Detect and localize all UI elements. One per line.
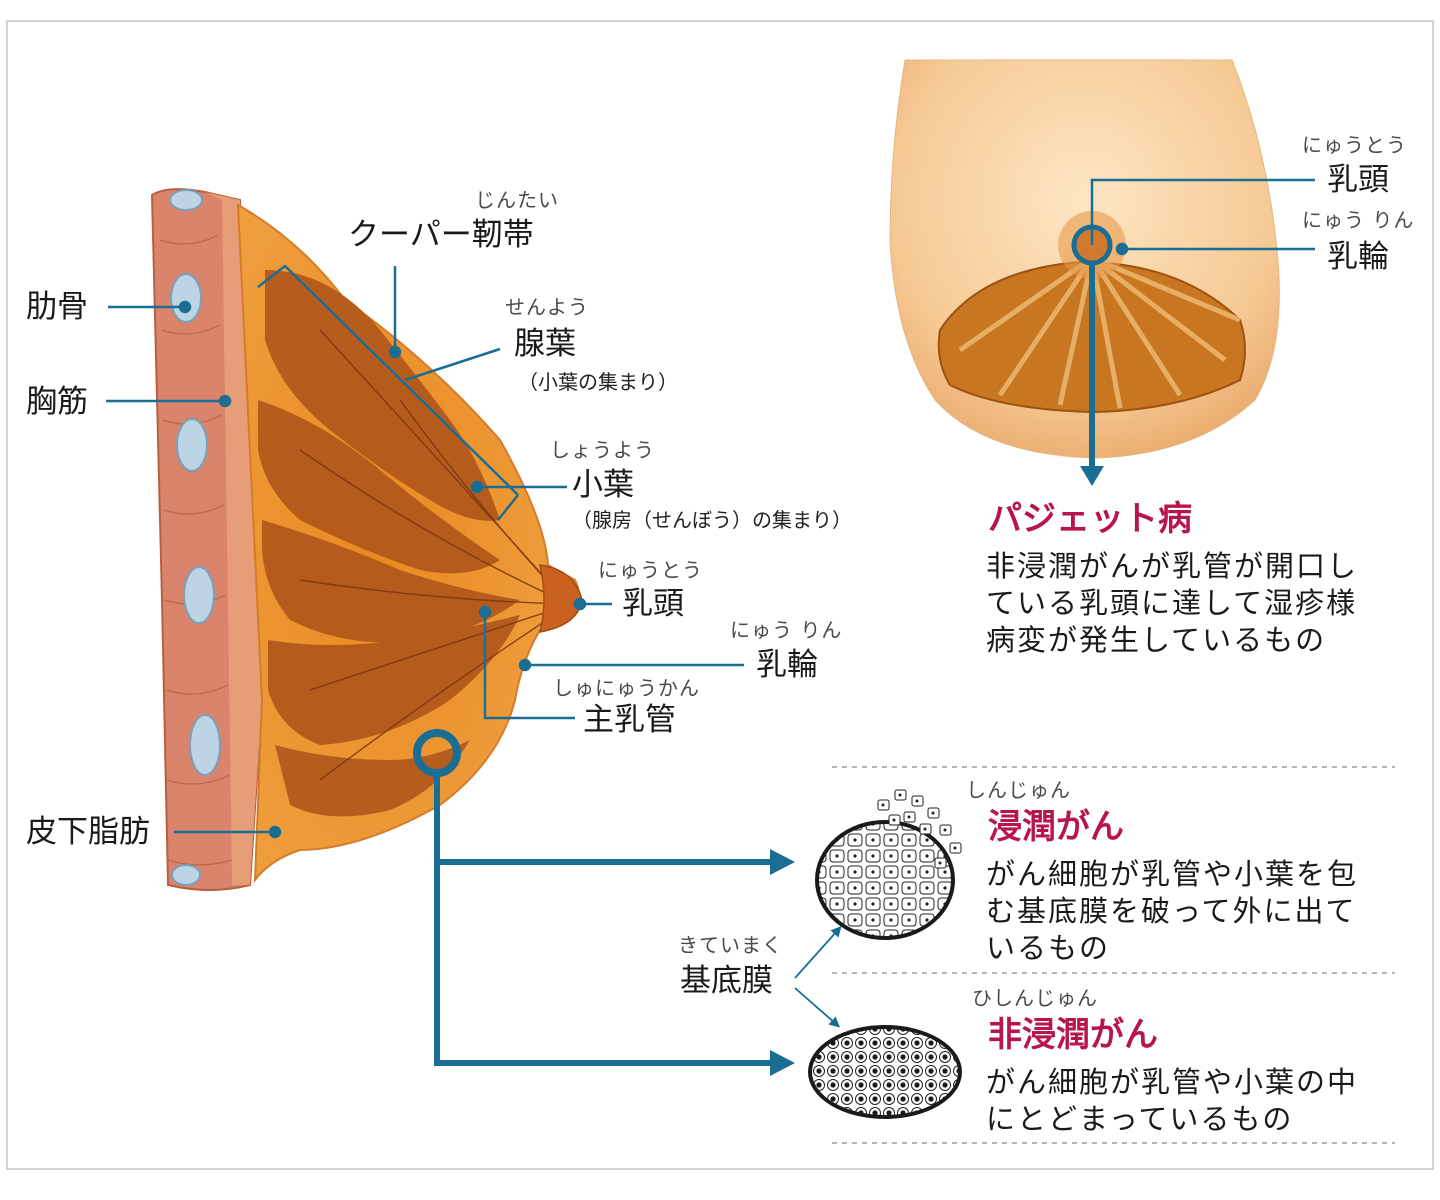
- areola-side-label: 乳輪: [756, 647, 818, 683]
- noninvasive-description: がん細胞が乳管や小葉の中 にとどまっているもの: [986, 1064, 1416, 1138]
- paget-title: パジェット病: [988, 499, 1192, 539]
- cooper-ligament-label: クーパー靭帯: [348, 217, 534, 253]
- gland-lobe-label: 腺葉: [514, 326, 576, 362]
- subcutaneous-fat-label: 皮下脂肪: [26, 814, 150, 850]
- invasive-cancer-drawing: [815, 789, 962, 940]
- noninvasive-cancer-drawing: [808, 1025, 962, 1119]
- nipple-front-label: 乳頭: [1327, 162, 1389, 198]
- paget-line-3: 病変が発生しているもの: [986, 623, 1327, 657]
- main-duct-label: 主乳管: [583, 702, 676, 738]
- invasive-line-2: む基底膜を破って外に出て: [986, 894, 1357, 928]
- rib-shapes: [169, 189, 221, 886]
- rib-label: 肋骨: [26, 289, 88, 325]
- areola-front-ruby: にゅう りん: [1302, 208, 1415, 232]
- noninvasive-line-1: がん細胞が乳管や小葉の中: [986, 1065, 1359, 1099]
- gland-lobe-note: （小葉の集まり）: [518, 370, 678, 394]
- pectoral-label: 胸筋: [26, 384, 88, 420]
- cooper-ruby: じんたい: [475, 188, 559, 212]
- invasive-line-3: いるもの: [986, 931, 1111, 965]
- leader-lines-front: [1071, 178, 1315, 486]
- areola-side-ruby: にゅう りん: [730, 618, 843, 642]
- areola-front-label: 乳輪: [1327, 239, 1389, 275]
- gland-lobes: [258, 270, 520, 817]
- invasive-ruby: しんじゅん: [966, 778, 1071, 802]
- basement-ruby: きていまく: [678, 933, 783, 957]
- magnifier-bracket: [413, 729, 795, 1076]
- noninvasive-line-2: にとどまっているもの: [986, 1102, 1294, 1136]
- invasive-title: 浸潤がん: [988, 807, 1124, 847]
- gland-lobe-ruby: せんよう: [505, 295, 589, 319]
- basement-membrane-label: 基底膜: [680, 963, 773, 999]
- paget-description: 非浸潤がんが乳管が開口し ている乳頭に達して湿疹様 病変が発生しているもの: [986, 548, 1416, 659]
- nipple-side-label: 乳頭: [622, 586, 684, 622]
- paget-line-1: 非浸潤がんが乳管が開口し: [986, 549, 1359, 583]
- invasive-line-1: がん細胞が乳管や小葉を包: [986, 857, 1359, 891]
- nipple-side-ruby: にゅうとう: [598, 558, 703, 582]
- noninvasive-title: 非浸潤がん: [988, 1015, 1158, 1055]
- lobule-ruby: しょうよう: [550, 438, 655, 462]
- lobule-note: （腺房（せんぼう）の集まり）: [572, 508, 852, 532]
- dashed-separators: [832, 766, 1395, 1144]
- breast-cross-section: [150, 188, 583, 891]
- paget-line-2: ている乳頭に達して湿疹様: [986, 586, 1358, 620]
- basement-pointers: [794, 925, 842, 1028]
- noninvasive-ruby: ひしんじゅん: [972, 986, 1098, 1010]
- invasive-description: がん細胞が乳管や小葉を包 む基底膜を破って外に出て いるもの: [986, 856, 1416, 967]
- leader-lines-left: [106, 264, 744, 839]
- duct-ruby: しゅにゅうかん: [553, 676, 700, 700]
- lobule-label: 小葉: [572, 467, 634, 503]
- nipple-front-ruby: にゅうとう: [1302, 133, 1407, 157]
